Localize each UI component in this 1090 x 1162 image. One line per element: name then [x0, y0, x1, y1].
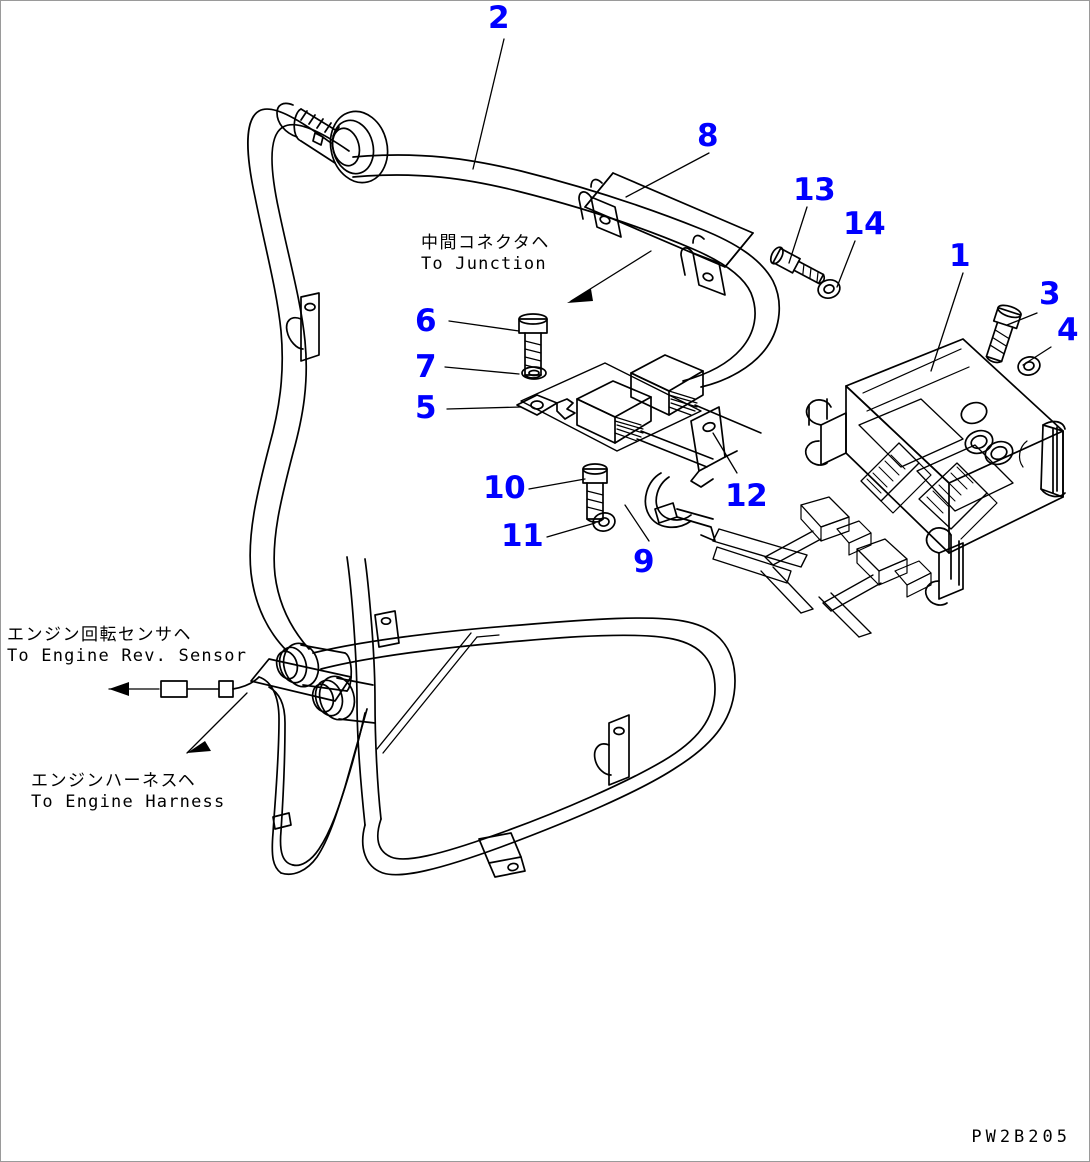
clamp-item5: [516, 394, 576, 420]
bolt-item13: [769, 246, 826, 285]
leader-10: [528, 478, 586, 490]
annotation-to-engine-harness-en: To Engine Harness: [31, 792, 226, 812]
annotation-to-engine-rev-sensor-en: To Engine Rev. Sensor: [7, 646, 248, 666]
engine-harness-branch: [258, 676, 368, 876]
leader-14: [836, 240, 856, 288]
leader-9: [624, 504, 650, 542]
leader-6: [448, 320, 520, 332]
harness-clamp-left-lower: [374, 610, 400, 648]
callout-14: 14: [843, 206, 886, 242]
leader-11: [546, 522, 596, 538]
bolt-item10: [582, 463, 608, 523]
bracket-item12: [644, 406, 738, 529]
annotation-to-junction: 中間コネクタヘ To Junction: [421, 233, 550, 275]
bolt-item3: [985, 304, 1022, 364]
leader-lines: [444, 38, 1052, 542]
annotation-to-engine-rev-sensor-jp: エンジン回転センサヘ: [7, 625, 192, 645]
callout-13: 13: [793, 172, 836, 208]
callout-3: 3: [1039, 276, 1061, 312]
leader-4: [1022, 346, 1052, 366]
drawing-number: PW2B205: [971, 1127, 1071, 1147]
callout-1: 1: [949, 238, 971, 274]
washer-item4: [1017, 356, 1041, 376]
annotation-to-engine-harness-jp: エンジンハーネスヘ: [31, 771, 197, 791]
arrow-to-junction-line: [570, 250, 652, 302]
harness-clamp-upper-left: [578, 178, 622, 238]
leader-12: [712, 432, 738, 474]
engine-connectors: [250, 642, 376, 724]
leader-1: [930, 272, 964, 372]
callout-11: 11: [501, 518, 544, 554]
junction-connectors: [520, 354, 762, 468]
annotation-to-engine-harness: エンジンハーネスヘ To Engine Harness: [31, 771, 225, 813]
harness-clamp-upper-right: [680, 234, 726, 296]
harness-grommet-top: [276, 102, 389, 184]
controller-mating-plugs: [712, 496, 932, 638]
annotation-to-junction-en: To Junction: [421, 254, 547, 274]
clamp-item9: [654, 502, 716, 542]
harness-clamp-lower-right: [593, 714, 630, 786]
callout-8: 8: [697, 118, 719, 154]
leader-13: [788, 206, 808, 264]
arrow-to-junction-head: [567, 289, 593, 303]
bracket-link-arm: [712, 528, 808, 568]
engine-rev-sensor-lead: [160, 676, 260, 698]
annotation-to-junction-jp: 中間コネクタヘ: [421, 233, 550, 253]
harness-main-upper: [247, 108, 781, 652]
annotation-arrows: [567, 250, 652, 303]
washer-item7: [521, 366, 547, 380]
callout-6: 6: [415, 303, 437, 339]
callout-12: 12: [725, 478, 768, 514]
leader-7: [444, 366, 520, 375]
harness-cover-item8: [584, 172, 754, 268]
controller-unit-item1: [804, 338, 1066, 606]
leader-5: [446, 406, 522, 410]
callout-4: 4: [1057, 312, 1079, 348]
leader-2: [472, 38, 505, 170]
harness-main-lower: [312, 556, 736, 876]
washer-item11: [592, 512, 616, 532]
arrow-engine-harness: [186, 692, 248, 754]
callout-7: 7: [415, 349, 437, 385]
leader-8: [625, 152, 710, 198]
callout-5: 5: [415, 390, 437, 426]
washer-item14: [817, 278, 841, 300]
callout-9: 9: [633, 544, 655, 580]
annotation-to-engine-rev-sensor: エンジン回転センサヘ To Engine Rev. Sensor: [7, 625, 247, 667]
arrow-engine-rev-sensor: [108, 682, 160, 696]
harness-clamp-lower-bottom: [478, 832, 526, 878]
harness-clamp-left-upper: [285, 292, 320, 362]
callout-10: 10: [483, 470, 526, 506]
callout-2: 2: [488, 0, 510, 36]
leader-3: [1006, 312, 1038, 326]
